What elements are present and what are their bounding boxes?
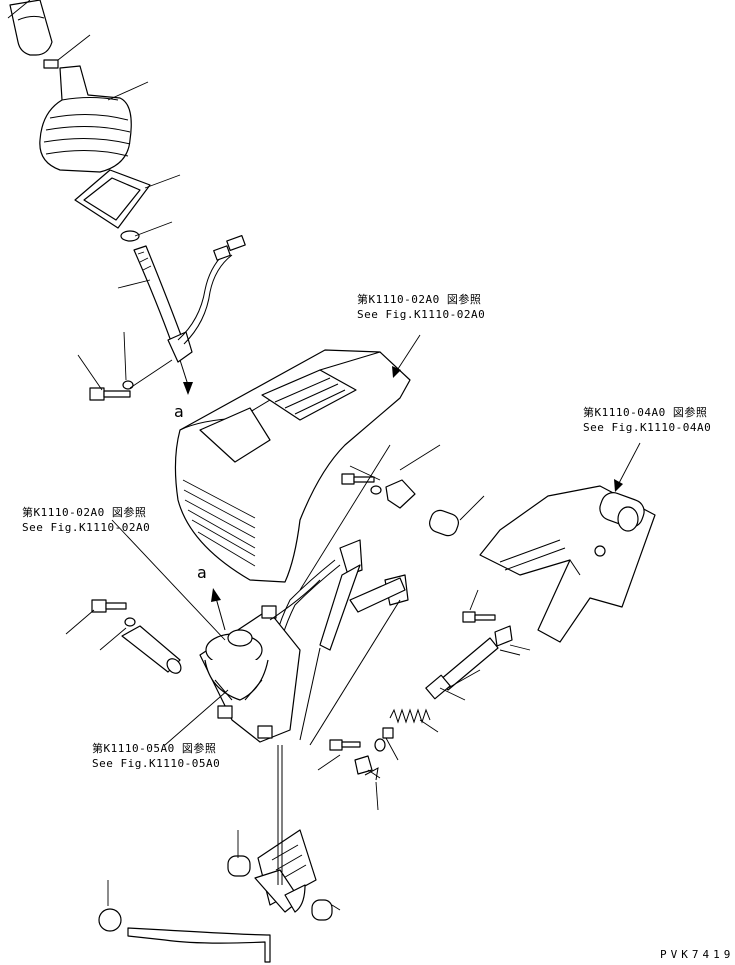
right-bracket-plate	[479, 485, 656, 643]
pedal-assembly	[227, 745, 333, 921]
boot-frame	[74, 169, 151, 229]
ref-en-text: See Fig.K1110-02A0	[22, 521, 151, 534]
marker-a-mid: a	[197, 563, 207, 582]
bottom-rod	[98, 908, 271, 963]
pilot-valve	[199, 579, 321, 743]
center-fasteners	[341, 473, 459, 537]
arrow-a-mid	[211, 588, 226, 631]
ref-jp-text: 第K1110-05A0 図参照	[92, 742, 217, 755]
console-cover	[174, 349, 411, 583]
ref-en-text: See Fig.K1110-02A0	[357, 308, 486, 321]
ref-jp-text: 第K1110-02A0 図参照	[22, 506, 147, 519]
ref-jp-text: 第K1110-02A0 図参照	[357, 293, 482, 306]
clamp	[120, 230, 140, 242]
callout-leaders	[7, 0, 531, 911]
knob-nut	[43, 59, 59, 69]
spring	[374, 708, 431, 752]
ref-en-text: See Fig.K1110-04A0	[583, 421, 712, 434]
bolt-washer-pipe	[91, 599, 182, 674]
ref-right-plate: 第K1110-04A0 図参照 See Fig.K1110-04A0	[583, 405, 711, 435]
drawing-code: PVK7419	[660, 948, 735, 961]
leader-top-console	[392, 334, 421, 378]
ref-top-console: 第K1110-02A0 図参照 See Fig.K1110-02A0	[357, 292, 485, 322]
rod-assembly	[425, 611, 521, 700]
linkage-rods	[274, 539, 409, 746]
arrow-a-top	[179, 359, 193, 395]
leader-right-plate	[614, 442, 641, 492]
ref-left-console: 第K1110-02A0 図参照 See Fig.K1110-02A0	[22, 505, 150, 535]
bolt-left	[89, 380, 134, 401]
lever-knob	[9, 0, 53, 56]
ref-bottom-valve: 第K1110-05A0 図参照 See Fig.K1110-05A0	[92, 741, 220, 771]
marker-a-top: a	[174, 402, 184, 421]
ref-jp-text: 第K1110-04A0 図参照	[583, 406, 708, 419]
rubber-boot	[39, 65, 132, 173]
lever-shaft	[133, 234, 246, 363]
ref-en-text: See Fig.K1110-05A0	[92, 757, 221, 770]
pin-and-clip	[329, 739, 379, 781]
